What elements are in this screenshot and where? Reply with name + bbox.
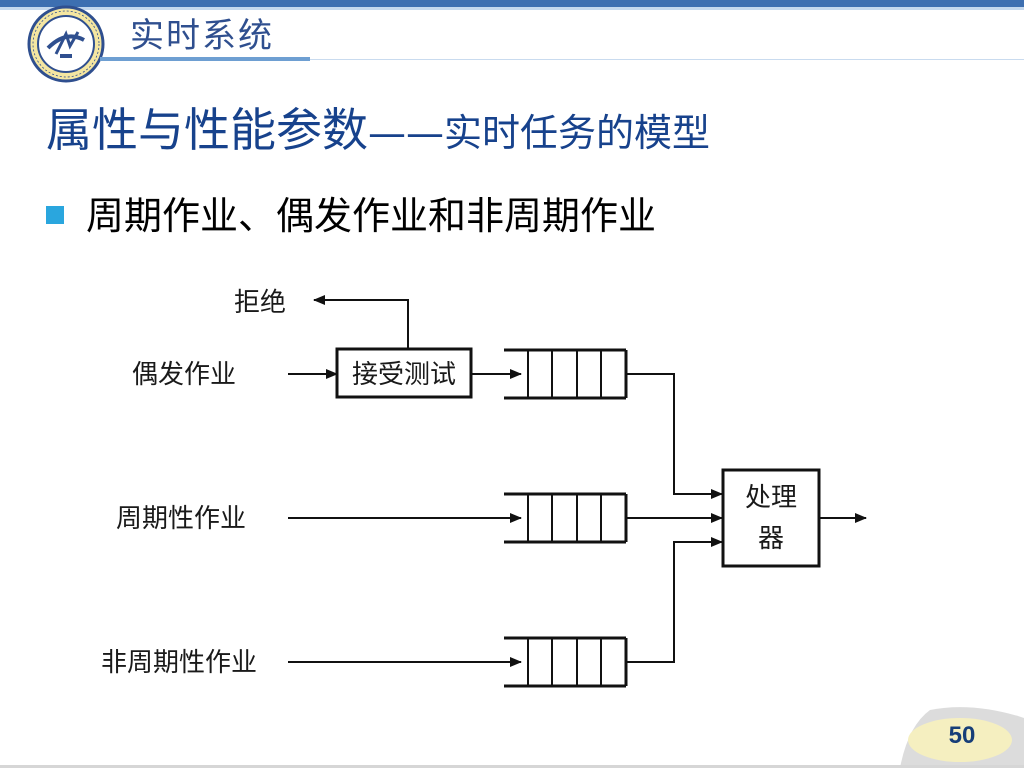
section-title: 实时系统 [130,16,274,56]
bullet-square-icon [46,206,64,224]
input-label-sporadic: 偶发作业 [132,360,236,390]
university-seal-icon [27,5,105,83]
queue-sporadic [504,348,628,400]
acceptance-test-label: 接受测试 [352,360,456,390]
reject-arrow [313,295,409,349]
input-label-periodic: 周期性作业 [116,504,246,534]
queue-aperiodic-to-processor [626,537,723,663]
page-number-badge [900,707,1024,768]
queue-periodic [504,492,628,544]
queue-aperiodic [504,636,628,688]
top-accent-band [0,0,1024,7]
page-number: 50 [948,722,976,749]
input-label-aperiodic: 非周期性作业 [101,648,257,678]
title-underline-tail [310,59,1024,60]
bullet-text: 周期作业、偶发作业和非周期作业 [86,194,657,238]
slide-title-dash: —— [368,111,444,155]
slide-title: 属性与性能参数——实时任务的模型 [46,100,710,171]
reject-label: 拒绝 [234,288,286,318]
bottom-divider [0,765,1024,768]
top-accent-band-light [0,7,1024,10]
processor-box: 处理 器 [721,468,821,568]
title-underline [100,57,310,61]
acceptance-test-box: 接受测试 [335,347,473,399]
processor-label-line2: 器 [758,524,784,554]
slide-title-main: 属性与性能参数 [46,103,368,157]
queue-sporadic-to-processor [626,373,723,499]
processor-label-line1: 处理 [745,483,797,513]
slide-title-sub: 实时任务的模型 [444,111,711,155]
